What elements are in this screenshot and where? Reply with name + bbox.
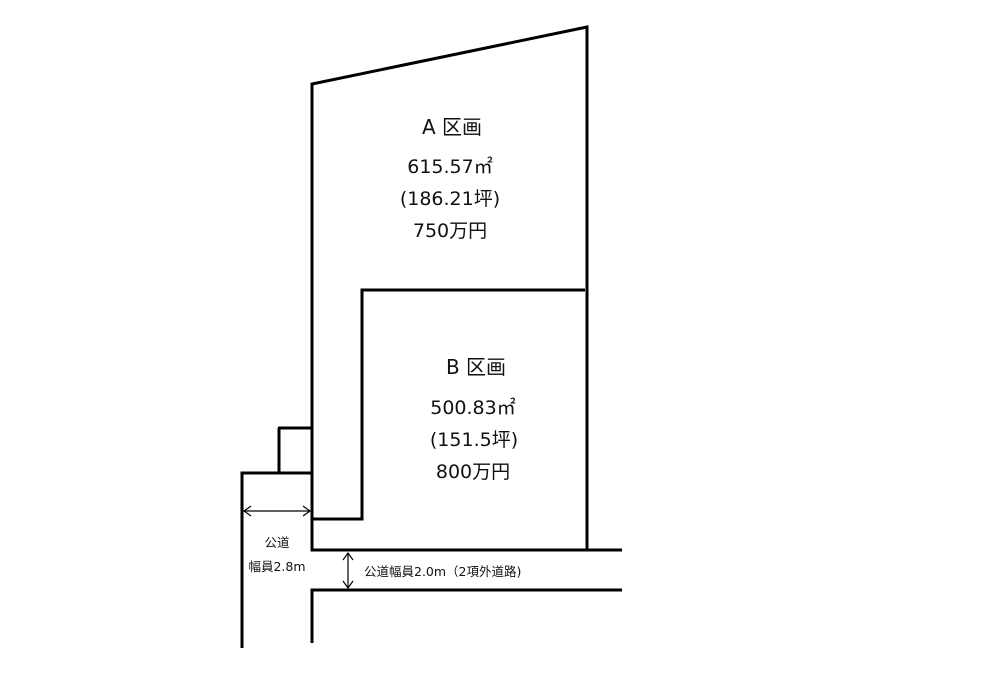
south-road-label: 公道幅員2.0m（2項外道路): [364, 564, 521, 579]
access-notch: [240, 428, 281, 648]
lot-a-price: 750万円: [413, 220, 487, 242]
lot-a-area-tsubo: (186.21坪): [400, 188, 500, 210]
lot-a-area-sqm: 615.57㎡: [407, 155, 492, 178]
west-road-label-line1: 公道: [264, 535, 290, 550]
south-road-edge: [310, 588, 622, 643]
lot-b-area-tsubo: (151.5坪): [430, 429, 518, 451]
west-road-dimension: [242, 505, 312, 517]
lot-a-boundary: [278, 25, 589, 550]
west-road-label-line2: 幅員2.8m: [248, 559, 305, 574]
lot-a-title: A 区画: [422, 115, 482, 139]
south-road-dimension: [342, 551, 354, 590]
access-strip-east: [310, 428, 622, 552]
lot-b-title: B 区画: [446, 355, 506, 379]
lot-b-area-sqm: 500.83㎡: [430, 396, 515, 419]
lot-b-price: 800万円: [436, 461, 510, 483]
lot-divider-line: [312, 288, 585, 521]
